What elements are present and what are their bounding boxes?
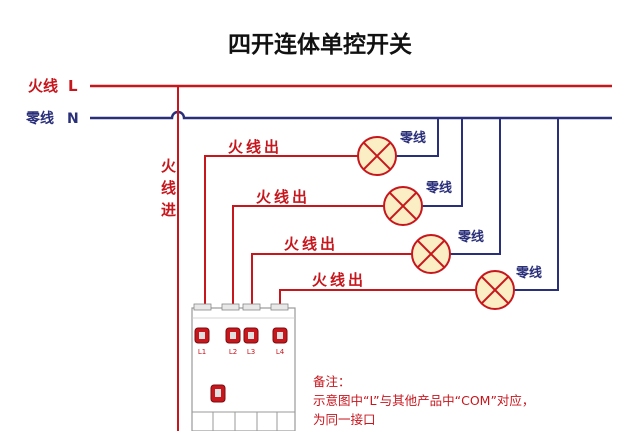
live-out-wire-2 — [232, 205, 384, 310]
neutral-wire-4 — [514, 118, 559, 291]
live-line-letter: L — [68, 77, 78, 95]
live-out-label-4: 火线出 — [312, 271, 366, 289]
terminal-label-l4: L4 — [276, 348, 285, 356]
live-in-label-2: 线 — [161, 179, 176, 197]
neutral-wire-1 — [396, 118, 439, 157]
neutral-line-letter: N — [67, 111, 79, 127]
live-in-label-3: 进 — [161, 201, 176, 219]
terminal-l3 — [243, 327, 259, 344]
terminal-label-l2: L2 — [229, 348, 237, 356]
lamp-3 — [411, 234, 451, 274]
live-out-label-2: 火线出 — [256, 188, 310, 206]
page-title: 四开连体单控开关 — [228, 31, 412, 58]
live-out-wire-3 — [251, 253, 412, 310]
note-heading: 备注： — [313, 374, 351, 389]
note-line-1: 示意图中“L”与其他产品中“COM”对应， — [313, 393, 534, 408]
lamp-2 — [383, 186, 423, 226]
switch-body — [191, 303, 296, 432]
terminal-l2 — [225, 327, 241, 344]
terminal-l4 — [272, 327, 288, 344]
neutral-wire-3 — [450, 118, 501, 255]
live-in-label-1: 火 — [161, 157, 177, 175]
neutral-label-2: 零线 — [425, 180, 452, 196]
terminal-label-l1: L1 — [198, 348, 206, 356]
lamp-1 — [357, 136, 397, 176]
neutral-line — [90, 110, 612, 120]
live-out-wire-4 — [279, 289, 476, 310]
neutral-line-label: 零线 — [25, 110, 54, 127]
terminal-label-l3: L3 — [247, 348, 255, 356]
note-line-2: 为同一接口 — [313, 412, 376, 427]
neutral-label-1: 零线 — [399, 130, 426, 146]
live-line-label: 火线 — [28, 77, 58, 95]
lamp-4 — [475, 270, 515, 310]
neutral-wire-2 — [422, 118, 463, 207]
live-out-label-1: 火线出 — [228, 138, 282, 156]
neutral-label-4: 零线 — [515, 265, 542, 281]
live-out-label-3: 火线出 — [284, 235, 338, 253]
terminal-common — [210, 384, 226, 403]
neutral-label-3: 零线 — [457, 229, 484, 245]
live-out-wire-1 — [204, 155, 358, 310]
terminal-l1 — [194, 327, 210, 344]
